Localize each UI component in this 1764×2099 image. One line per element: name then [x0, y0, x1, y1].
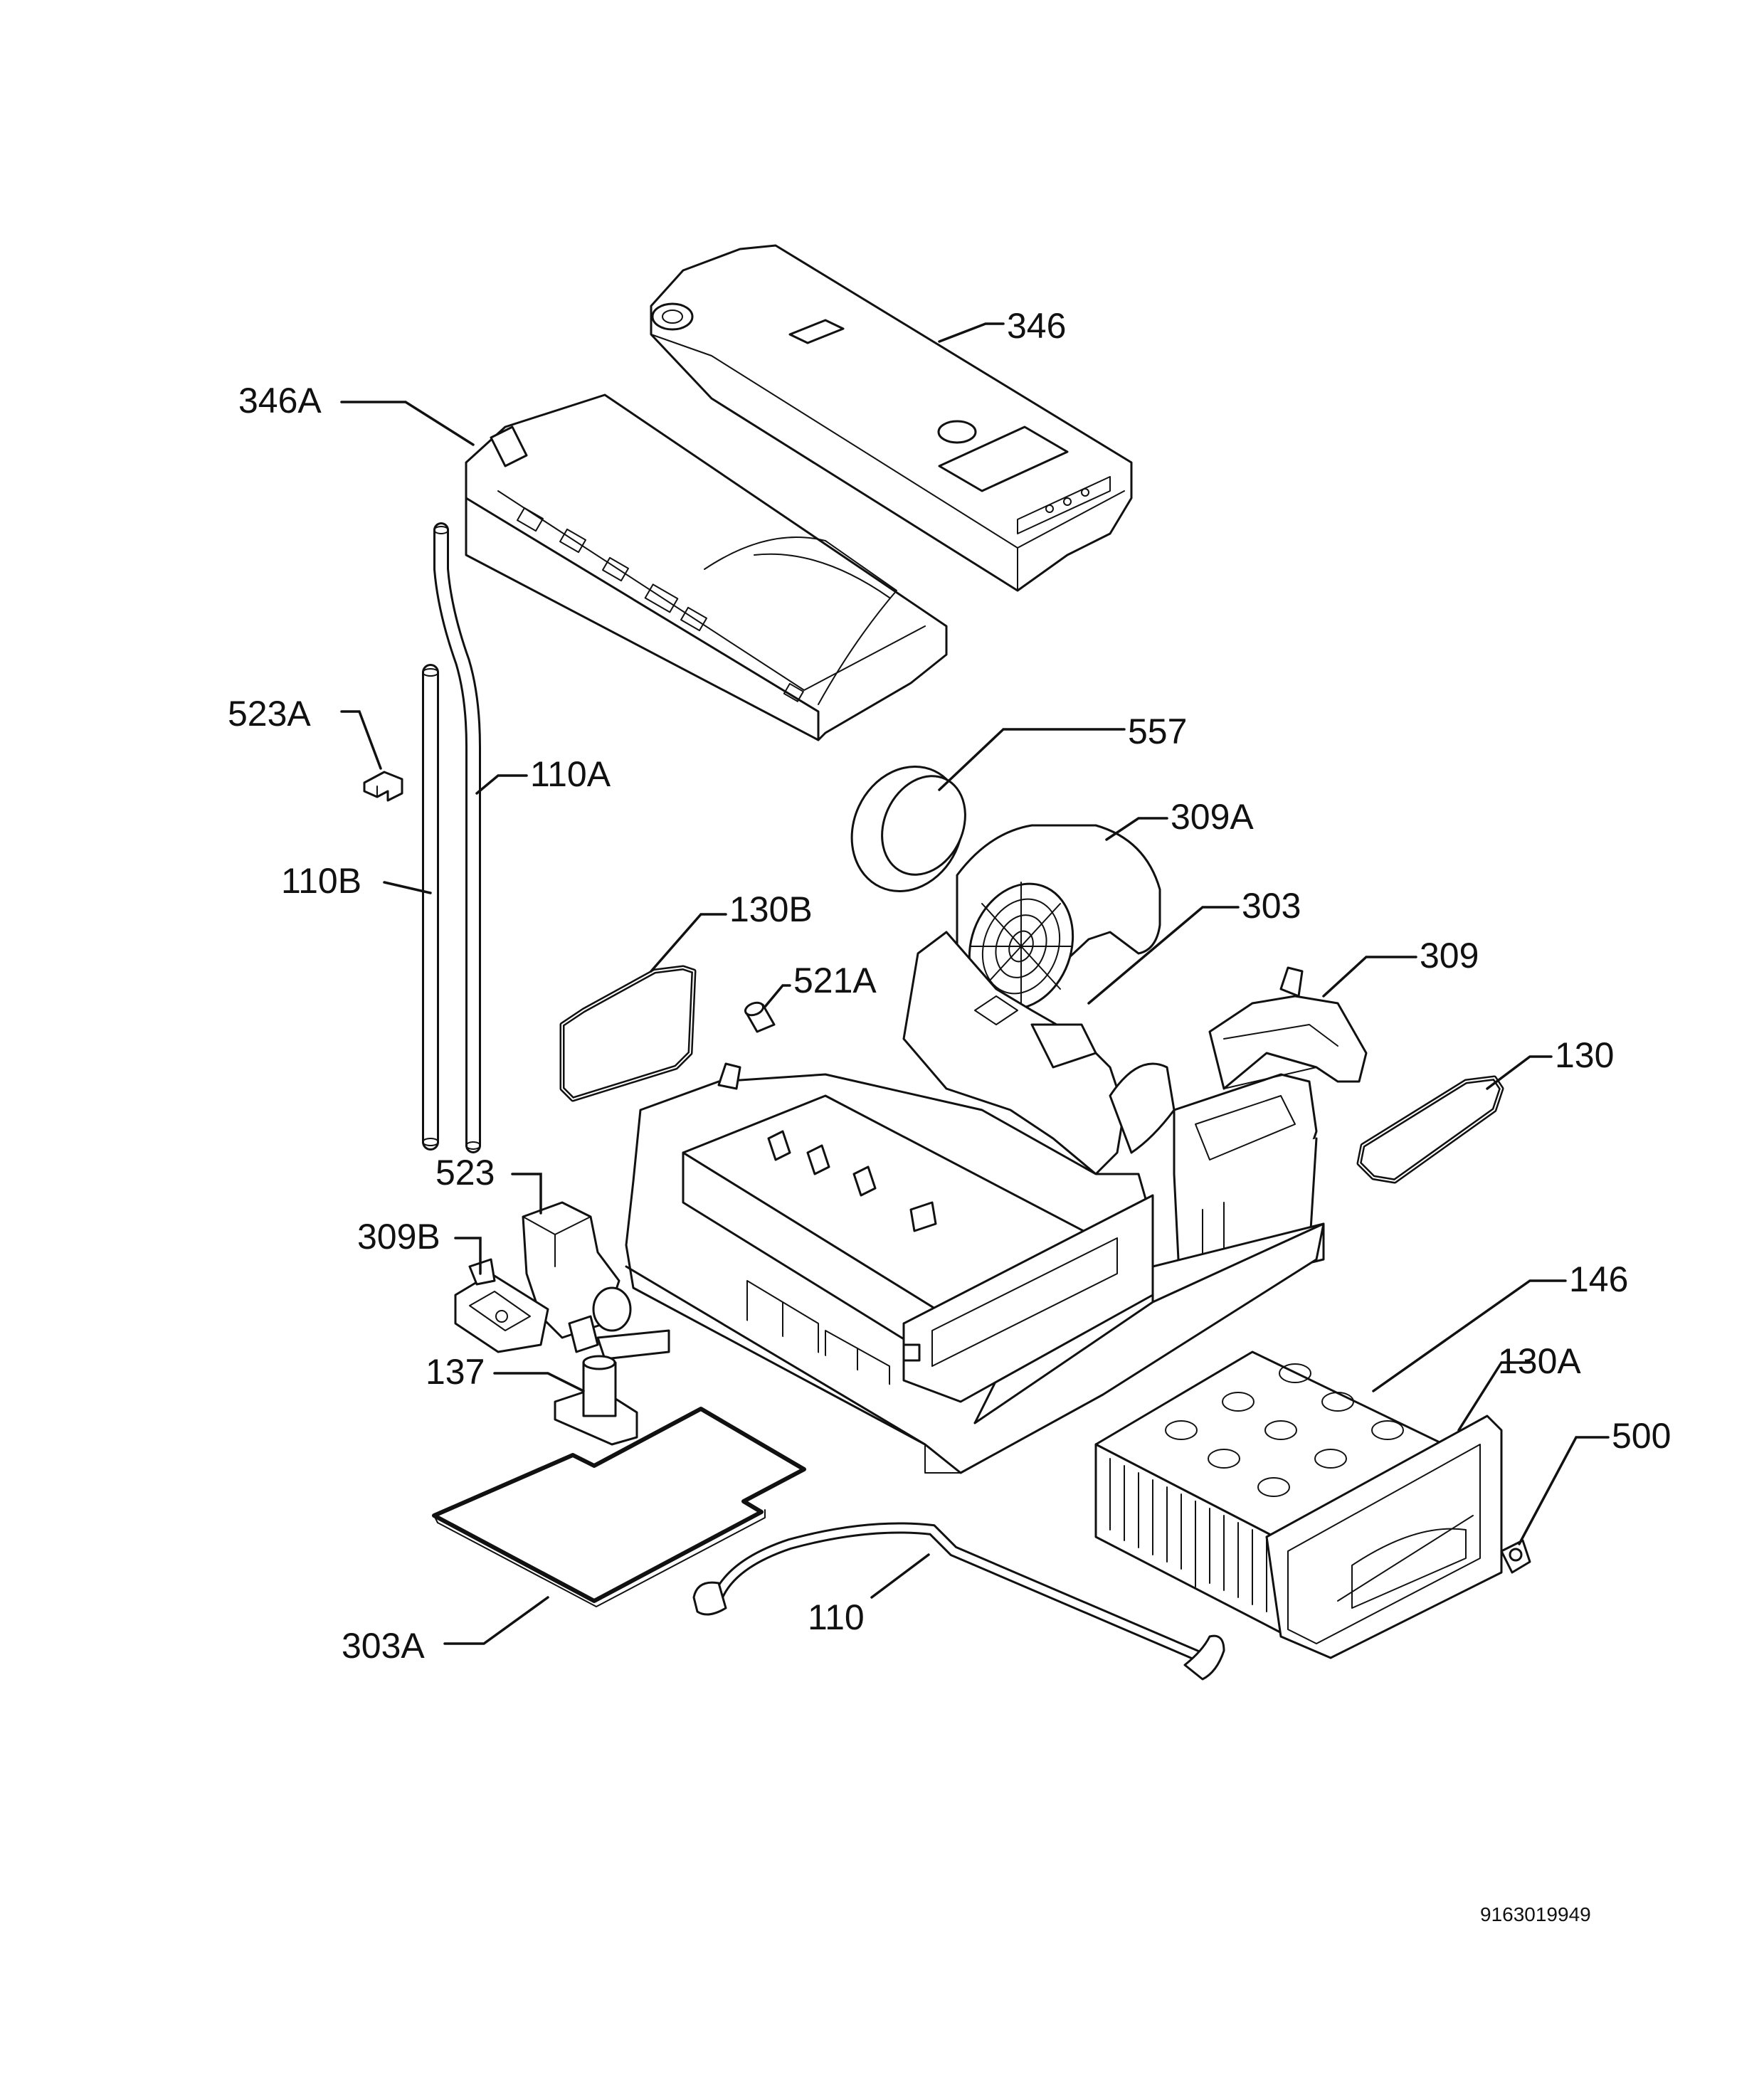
- leader-500: [1518, 1436, 1610, 1545]
- label-146: 146: [1569, 1259, 1628, 1299]
- leader-146: [1372, 1279, 1567, 1392]
- part-309B-bracket: [454, 1258, 549, 1353]
- part-110A-tube: [433, 522, 481, 1153]
- part-130-gasket: [1356, 1075, 1504, 1184]
- part-130A-frame: [1265, 1415, 1503, 1659]
- part-309A-fan-housing: [956, 824, 1161, 1040]
- label-346A: 346A: [238, 381, 322, 421]
- part-110B-tube: [422, 664, 439, 1151]
- label-130A: 130A: [1498, 1341, 1581, 1381]
- label-110: 110: [808, 1597, 865, 1637]
- part-523-valve: [522, 1201, 670, 1360]
- label-523A: 523A: [228, 694, 311, 734]
- label-309A: 309A: [1171, 797, 1254, 837]
- drawing-number: 9163019949: [1480, 1903, 1591, 1925]
- part-557-ring: [850, 765, 966, 893]
- label-137: 137: [426, 1352, 485, 1392]
- part-137: [554, 1355, 638, 1446]
- label-130: 130: [1555, 1035, 1614, 1075]
- label-523: 523: [435, 1153, 495, 1193]
- part-523A-clip: [363, 771, 403, 802]
- part-110-hose: [692, 1522, 1225, 1681]
- part-labels: 346 346A 523A 110A 110B 557 309A 303 130…: [228, 306, 1671, 1925]
- leader-303: [1087, 906, 1240, 1005]
- label-500: 500: [1612, 1416, 1671, 1456]
- leader-557: [938, 728, 1126, 791]
- leader-110B: [383, 881, 432, 894]
- label-346: 346: [1007, 306, 1066, 346]
- label-130B: 130B: [729, 889, 813, 929]
- leader-523: [511, 1173, 542, 1215]
- leader-110A: [475, 774, 528, 795]
- leader-521A: [764, 984, 791, 1008]
- part-346A-upper-housing: [465, 393, 948, 741]
- leader-346: [938, 322, 1005, 343]
- leader-130B: [650, 913, 727, 973]
- leader-309A: [1105, 817, 1168, 841]
- part-309-duct: [1208, 966, 1368, 1090]
- label-110A: 110A: [530, 754, 611, 794]
- part-303A-seal-sheet: [432, 1407, 806, 1607]
- label-521A: 521A: [793, 961, 877, 1000]
- label-557: 557: [1128, 712, 1187, 751]
- leader-130: [1486, 1055, 1553, 1090]
- part-521A: [744, 1001, 776, 1033]
- leader-303A: [443, 1596, 549, 1645]
- leader-137: [493, 1372, 585, 1392]
- leader-309B: [454, 1237, 482, 1275]
- part-130B-gasket: [559, 965, 697, 1102]
- label-309: 309: [1420, 936, 1479, 976]
- leader-346A: [340, 401, 475, 446]
- part-346-top-cover: [650, 244, 1133, 592]
- part-500-clip: [1500, 1539, 1531, 1574]
- label-303: 303: [1242, 886, 1301, 926]
- leader-309: [1322, 956, 1417, 998]
- leader-lines: [340, 322, 1610, 1645]
- part-303-base-assembly: [625, 931, 1325, 1474]
- label-309B: 309B: [357, 1217, 440, 1257]
- leader-110: [870, 1553, 930, 1599]
- leader-130A: [1457, 1361, 1531, 1432]
- label-303A: 303A: [342, 1626, 425, 1666]
- leader-523A: [340, 710, 382, 770]
- label-110B: 110B: [281, 861, 361, 901]
